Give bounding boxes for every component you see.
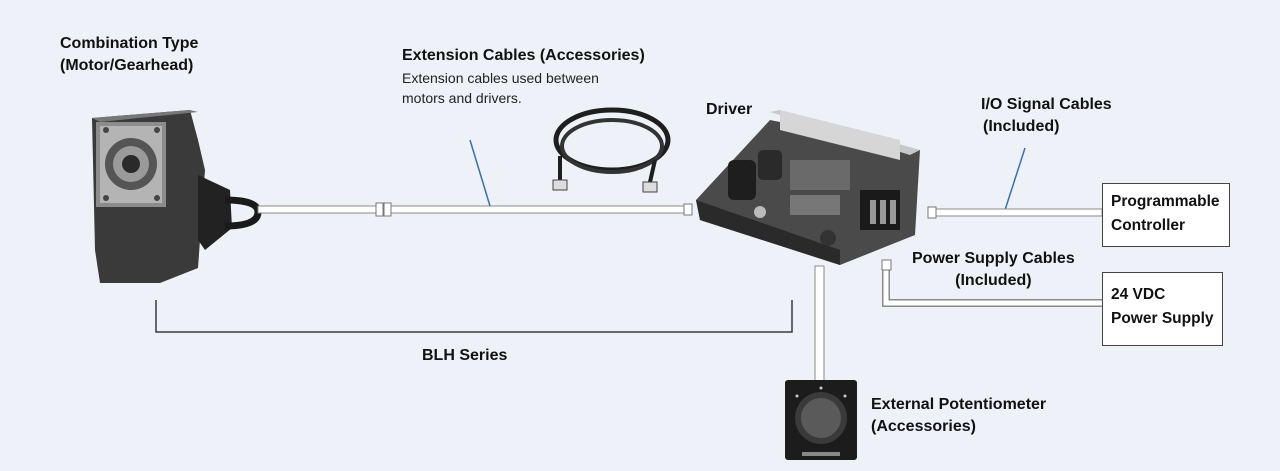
power-supply-box: 24 VDC Power Supply	[1102, 272, 1223, 346]
io-line2: (Included)	[983, 118, 1060, 135]
driver-label: Driver	[706, 101, 753, 118]
driver-board-image	[696, 110, 920, 265]
extension-desc-line1: Extension cables used between	[402, 70, 599, 86]
potentiometer-line1: External Potentiometer	[871, 396, 1047, 413]
power-supply-cables-label: Power Supply Cables (Included)	[912, 248, 1075, 292]
series-bold: BLH	[422, 347, 455, 364]
programmable-line1: Programmable	[1111, 193, 1220, 210]
blh-series-label: BLH Series	[422, 345, 507, 367]
io-signal-cables-label: I/O Signal Cables (Included)	[981, 94, 1112, 138]
extension-cable-line	[257, 202, 693, 217]
io-leader-line	[1004, 147, 1026, 211]
supply-line2: Power Supply	[1111, 310, 1214, 327]
combination-type-line2: (Motor/Gearhead)	[60, 57, 194, 74]
programmable-controller-box: Programmable Controller	[1102, 183, 1230, 247]
series-rest: Series	[454, 347, 508, 364]
io-line1: I/O Signal Cables	[981, 96, 1112, 113]
extension-cables-title: Extension Cables (Accessories)	[402, 47, 645, 64]
extension-leader-line	[469, 139, 491, 207]
combination-type-line1: Combination Type	[60, 35, 199, 52]
power-cable-line2: (Included)	[955, 272, 1032, 289]
programmable-line2: Controller	[1111, 217, 1186, 234]
power-supply-cable-line	[881, 259, 1102, 307]
extension-desc-line2: motors and drivers.	[402, 90, 522, 106]
series-bracket	[155, 300, 793, 333]
extension-cable-coil-image	[552, 107, 671, 193]
motor-gearhead-image	[92, 110, 262, 283]
potentiometer-cable-line	[814, 265, 825, 385]
io-signal-cable-line	[927, 206, 1103, 219]
combination-type-label: Combination Type (Motor/Gearhead)	[60, 33, 198, 77]
extension-cables-description: Extension cables used between motors and…	[402, 68, 599, 108]
potentiometer-line2: (Accessories)	[871, 418, 976, 435]
power-cable-line1: Power Supply Cables	[912, 250, 1075, 267]
supply-line1: 24 VDC	[1111, 286, 1166, 303]
external-potentiometer-label: External Potentiometer (Accessories)	[871, 394, 1046, 438]
external-potentiometer-image	[785, 380, 857, 460]
